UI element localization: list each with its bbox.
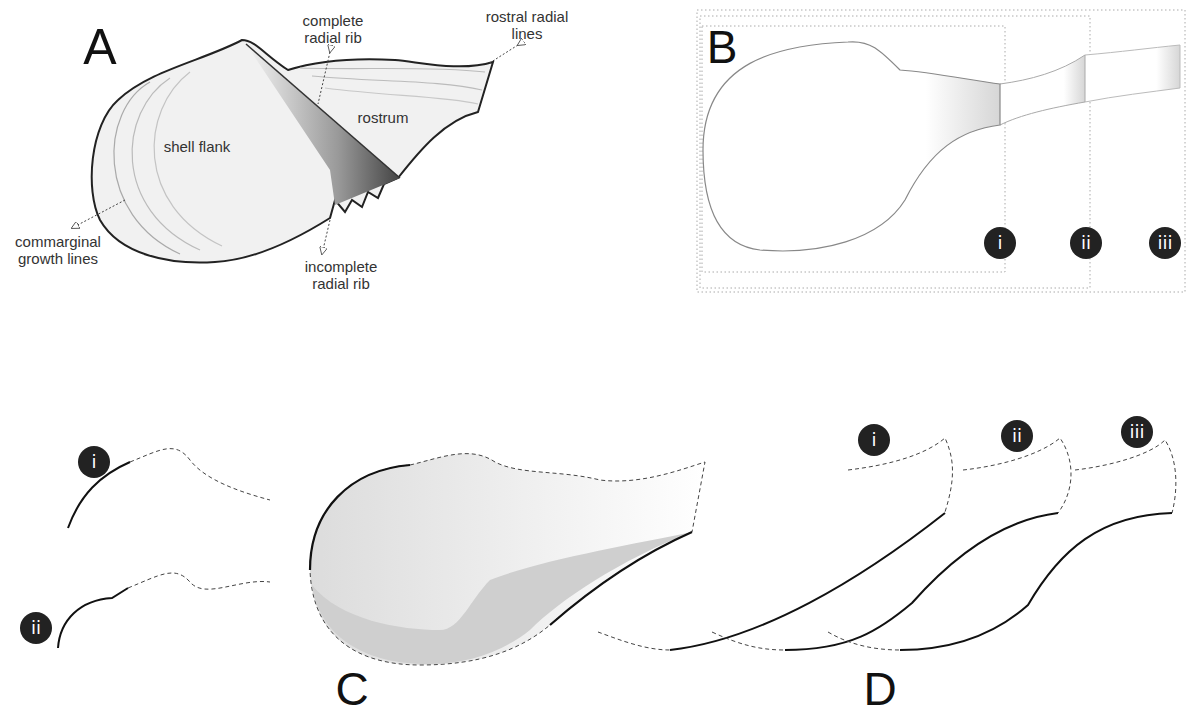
part-name: shell flank bbox=[142, 138, 252, 155]
callout-number: i bbox=[997, 234, 1002, 252]
callout-number: iii bbox=[1129, 423, 1144, 441]
part-name: rostrum bbox=[338, 109, 428, 126]
callout-number: i bbox=[871, 431, 876, 449]
callout-circle: ii bbox=[20, 612, 52, 644]
panel-letter: D bbox=[850, 666, 910, 712]
part-name: incomplete radial rib bbox=[289, 258, 393, 293]
callout-number: ii bbox=[31, 619, 41, 637]
callout-number: ii bbox=[1081, 234, 1091, 252]
part-name: complete radial rib bbox=[283, 12, 383, 47]
callout-circle: ii bbox=[1070, 227, 1102, 259]
callout-circle: iii bbox=[1149, 227, 1181, 259]
callout-circle: ii bbox=[1001, 420, 1033, 452]
panel-letter: C bbox=[322, 666, 382, 712]
callout-circle: iii bbox=[1121, 416, 1153, 448]
callout-circle: i bbox=[984, 227, 1016, 259]
callout-circle: i bbox=[78, 446, 110, 478]
part-name: commarginal growth lines bbox=[2, 233, 114, 268]
panel-letter: B bbox=[697, 24, 747, 70]
part-name: rostral radial lines bbox=[482, 8, 572, 43]
callout-circle: i bbox=[858, 424, 890, 456]
panel-letter: A bbox=[70, 22, 130, 72]
callout-number: iii bbox=[1157, 234, 1172, 252]
callout-number: i bbox=[91, 453, 96, 471]
callout-number: ii bbox=[1012, 427, 1022, 445]
